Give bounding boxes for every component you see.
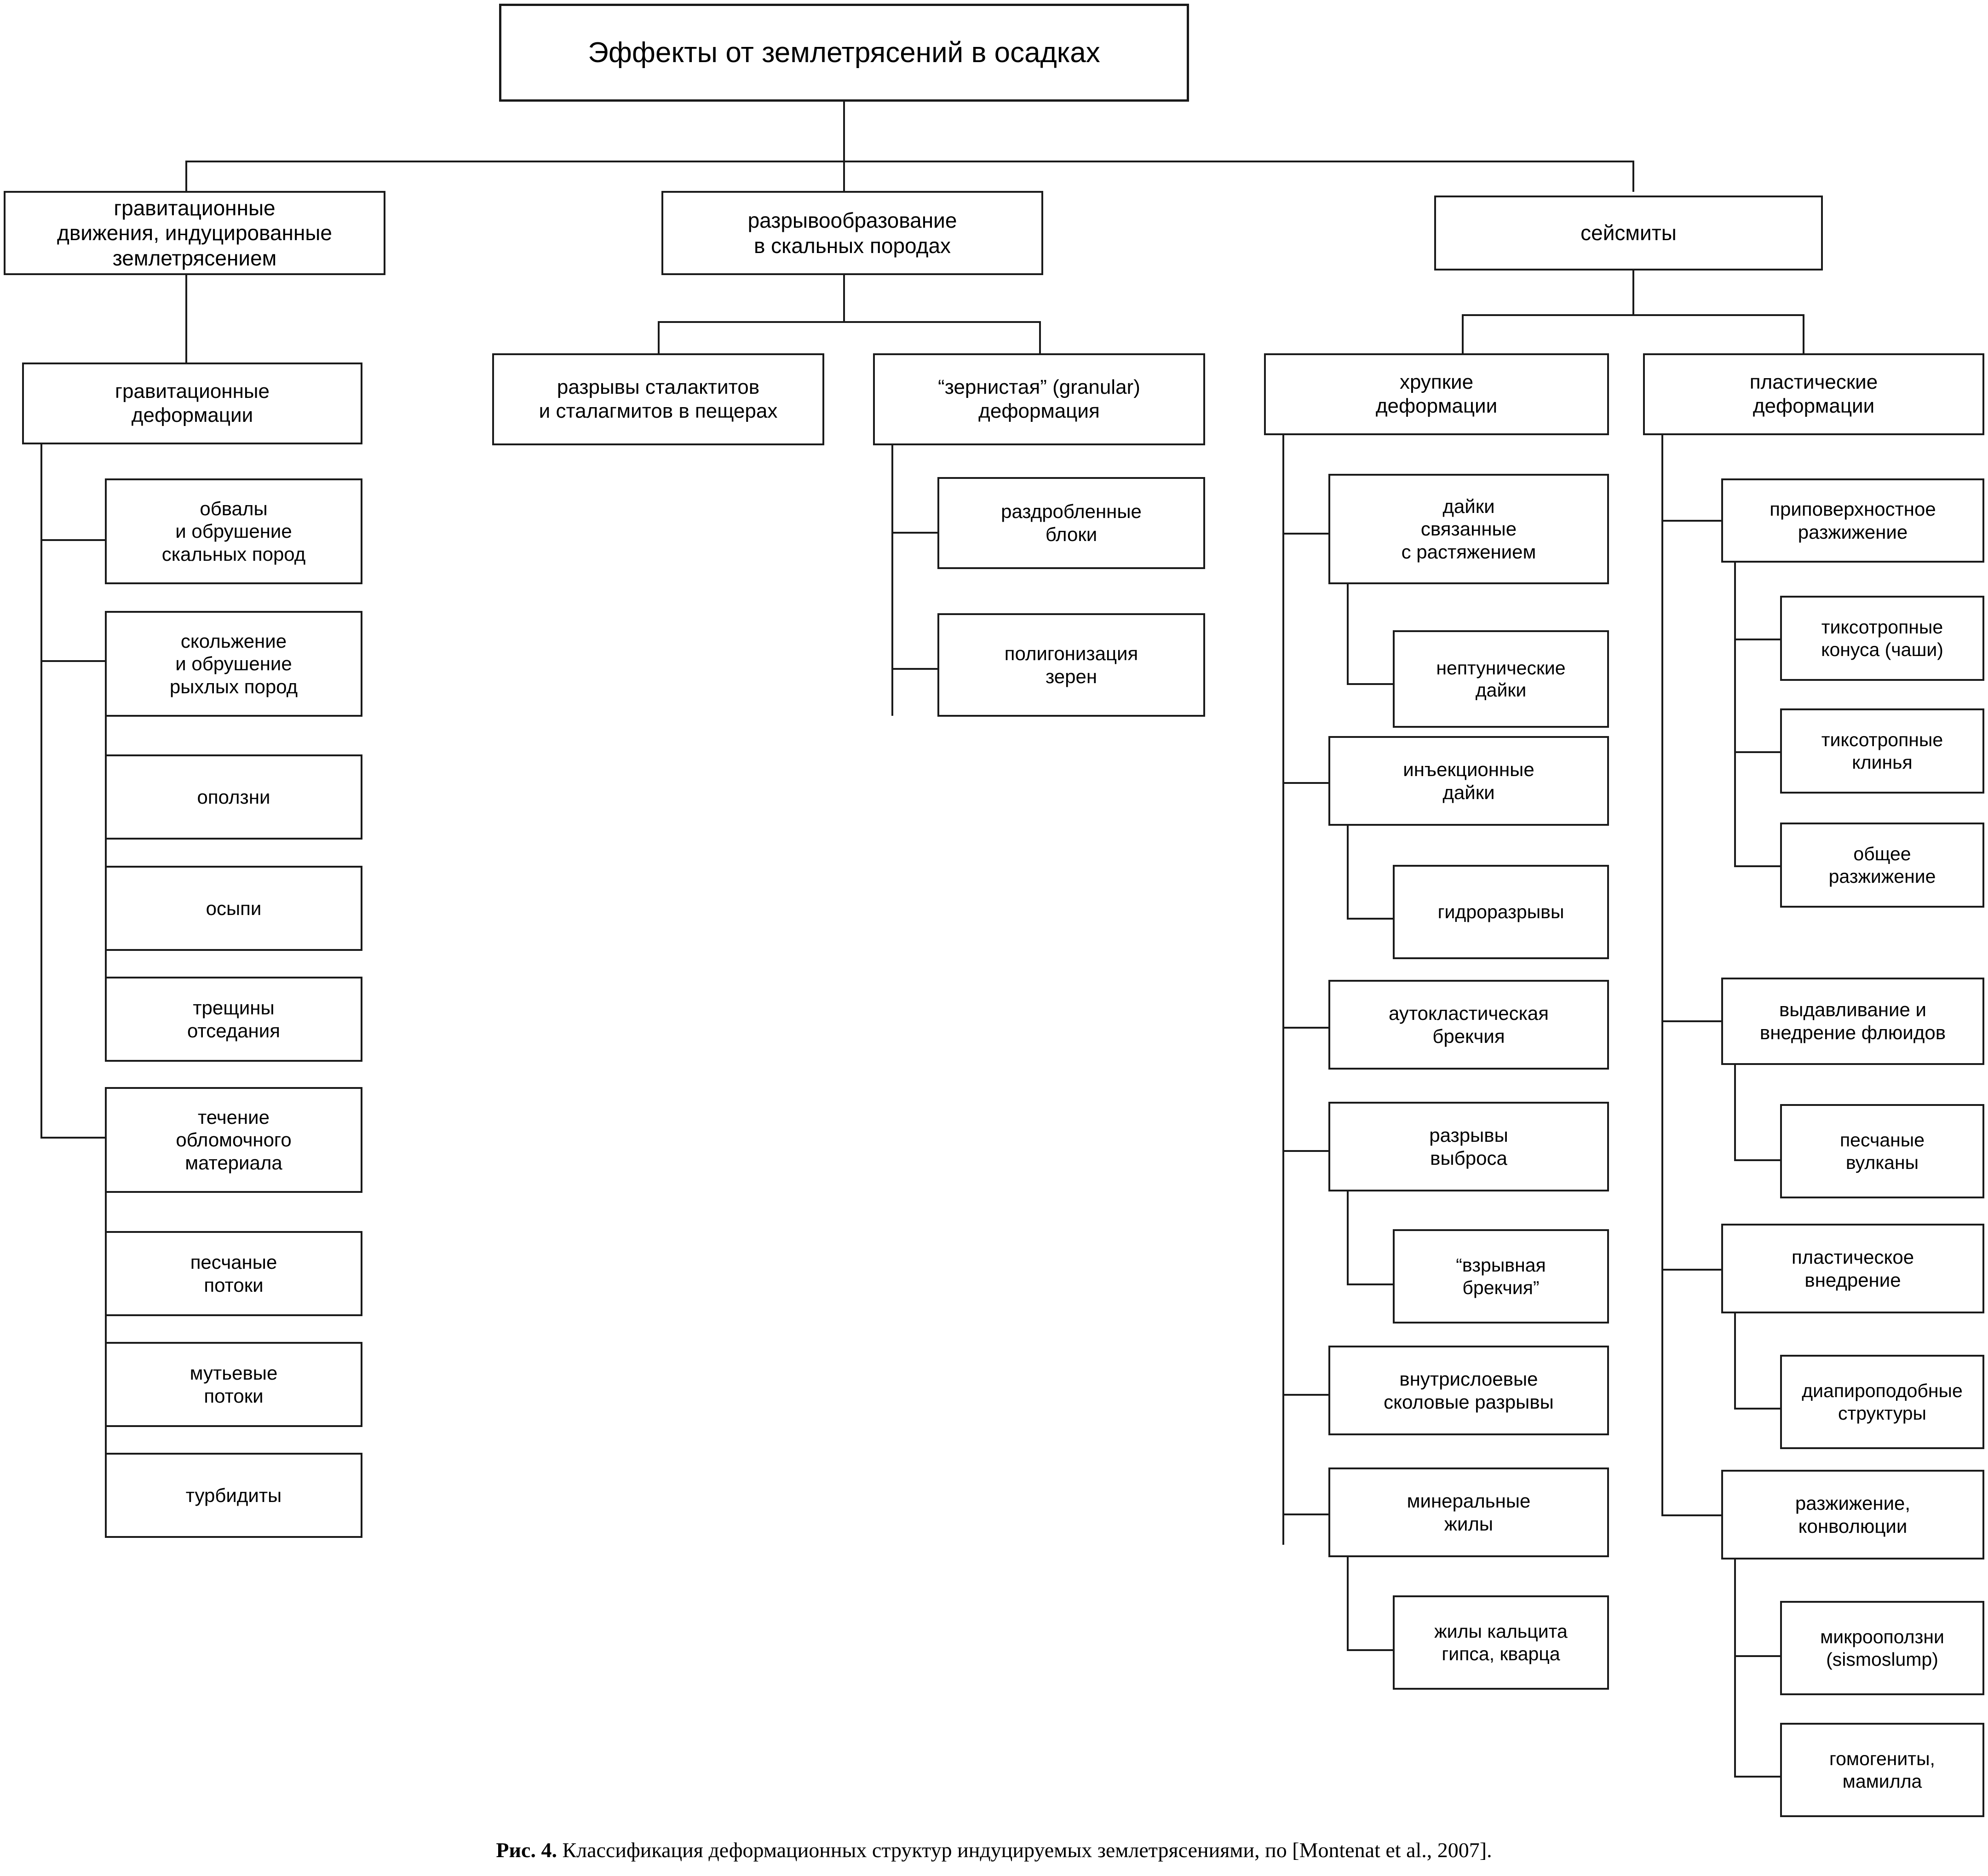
connector-liquefaction-spine xyxy=(1734,563,1736,865)
node-seismites: сейсмиты xyxy=(1434,196,1823,270)
connector-veins-spine xyxy=(1347,1557,1349,1649)
connector-injdykes-to-s1 xyxy=(1347,918,1393,920)
node-thixotropic-wedges: тиксотропные клинья xyxy=(1780,708,1984,794)
node-homogenites-mamilla: гомогениты, мамилла xyxy=(1780,1723,1984,1817)
node-rockfalls: обвалы и обрушение скальных пород xyxy=(105,478,362,584)
connector-convolutions-spine xyxy=(1734,1559,1736,1776)
connector-ejection-spine xyxy=(1347,1191,1349,1283)
node-fragmented-blocks: раздробленные блоки xyxy=(937,477,1205,569)
connector-plasticintrusion-spine xyxy=(1734,1313,1736,1408)
connector-fluidextrusion-to-s1 xyxy=(1734,1159,1780,1161)
node-turbidites: турбидиты xyxy=(105,1453,362,1538)
connector-plastic-to-c2 xyxy=(1661,1020,1721,1022)
connector-b3-to-c2 xyxy=(1803,314,1804,353)
node-brittle-deformations: хрупкие деформации xyxy=(1264,353,1609,435)
connector-ejection-to-s1 xyxy=(1347,1283,1393,1285)
connector-b1c1-to-c3 xyxy=(40,1137,105,1139)
connector-brittle-spine xyxy=(1282,435,1284,1545)
connector-granular-spine xyxy=(891,445,893,716)
connector-brittle-to-c6 xyxy=(1282,1513,1328,1515)
node-mineral-veins: минеральные жилы xyxy=(1328,1467,1609,1557)
node-sand-flows: песчаные потоки xyxy=(105,1231,362,1316)
node-granular-deformation: “зернистая” (granular) деформация xyxy=(873,353,1205,445)
connector-b1-stem xyxy=(185,275,187,363)
node-neptunian-dykes: нептунические дайки xyxy=(1393,630,1609,728)
connector-injdykes-spine xyxy=(1347,826,1349,918)
connector-b2-stem xyxy=(843,275,845,321)
connector-b1c1-to-c2 xyxy=(40,660,105,662)
connector-plastic-to-c4 xyxy=(1661,1514,1721,1516)
connector-extdykes-spine xyxy=(1347,584,1349,683)
caption-figure-number: Рис. 4. xyxy=(496,1838,557,1862)
connector-b2-bus xyxy=(658,321,1041,323)
connector-root-bus xyxy=(185,161,1634,162)
node-grain-polygonization: полигонизация зерен xyxy=(937,613,1205,717)
connector-b1c1-spine xyxy=(40,444,42,1137)
connector-root-to-b3 xyxy=(1632,161,1634,192)
node-microslumps: микрооползни (sismoslump) xyxy=(1780,1601,1984,1695)
node-plastic-deformations: пластические деформации xyxy=(1643,353,1984,435)
connector-brittle-to-c2 xyxy=(1282,782,1328,784)
connector-liquefaction-to-s1 xyxy=(1734,639,1780,640)
connector-root-to-b1 xyxy=(185,161,187,192)
node-stalactite-ruptures: разрывы сталактитов и сталагмитов в пеще… xyxy=(492,353,824,445)
connector-fluidextrusion-spine xyxy=(1734,1065,1736,1159)
connector-granular-to-s2 xyxy=(891,668,937,670)
node-sand-volcanoes: песчаные вулканы xyxy=(1780,1104,1984,1198)
node-screes: осыпи xyxy=(105,866,362,951)
node-gravitational-movements: гравитационные движения, индуцированные … xyxy=(4,191,385,275)
node-explosive-breccia: “взрывная брекчия” xyxy=(1393,1229,1609,1324)
node-fluid-extrusion: выдавливание и внедрение флюидов xyxy=(1721,978,1984,1065)
node-calcite-gypsum-quartz-veins: жилы кальцита гипса, кварца xyxy=(1393,1595,1609,1690)
node-autoclastic-breccia: аутокластическая брекчия xyxy=(1328,980,1609,1070)
connector-liquefaction-to-s2 xyxy=(1734,751,1780,753)
node-hydrofractures: гидроразрывы xyxy=(1393,865,1609,959)
node-turbidity-flows: мутьевые потоки xyxy=(105,1342,362,1427)
connector-brittle-to-c5 xyxy=(1282,1394,1328,1396)
connector-plasticintrusion-to-s1 xyxy=(1734,1408,1780,1410)
connector-b2-to-c2 xyxy=(1039,321,1041,353)
connector-plastic-spine xyxy=(1661,435,1663,1514)
node-general-liquefaction: общее разжижение xyxy=(1780,823,1984,908)
node-settlement-cracks: трещины отседания xyxy=(105,977,362,1062)
node-gravitational-deformations: гравитационные деформации xyxy=(22,363,362,444)
node-thixotropic-cones: тиксотропные конуса (чаши) xyxy=(1780,596,1984,681)
node-plastic-intrusion: пластическое внедрение xyxy=(1721,1224,1984,1313)
node-near-surface-liquefaction: приповерхностное разжижение xyxy=(1721,478,1984,563)
node-intrastratal-shear: внутрислоевые сколовые разрывы xyxy=(1328,1346,1609,1435)
connector-granular-to-s1 xyxy=(891,532,937,534)
connector-root-stem xyxy=(843,102,845,161)
connector-plastic-to-c1 xyxy=(1661,520,1721,522)
connector-plastic-to-c3 xyxy=(1661,1269,1721,1271)
connector-veins-to-s1 xyxy=(1347,1649,1393,1651)
connector-convolutions-to-s2 xyxy=(1734,1776,1780,1778)
connector-root-to-b2 xyxy=(843,161,845,192)
connector-b2-to-c1 xyxy=(658,321,660,353)
connector-brittle-to-c3 xyxy=(1282,1027,1328,1029)
node-injection-dykes: инъекционные дайки xyxy=(1328,736,1609,826)
connector-b3-to-c1 xyxy=(1462,314,1464,353)
node-liquefaction-convolutions: разжижение, конволюции xyxy=(1721,1470,1984,1559)
connector-b1c1-to-c1 xyxy=(40,539,105,541)
connector-convolutions-to-s1 xyxy=(1734,1655,1780,1657)
node-debris-flow: течение обломочного материала xyxy=(105,1087,362,1193)
connector-brittle-to-c1 xyxy=(1282,533,1328,535)
figure-caption: Рис. 4. Классификация деформационных стр… xyxy=(0,1838,1988,1862)
connector-extdykes-to-s1 xyxy=(1347,683,1393,685)
node-extension-dykes: дайки связанные с растяжением xyxy=(1328,474,1609,584)
node-rupture-formation: разрывообразование в скальных породах xyxy=(661,191,1043,275)
connector-b3-stem xyxy=(1632,270,1634,314)
node-ejection-ruptures: разрывы выброса xyxy=(1328,1102,1609,1191)
node-landslides: оползни xyxy=(105,754,362,840)
node-root: Эффекты от землетрясений в осадках xyxy=(499,4,1189,102)
connector-b3-bus xyxy=(1462,314,1804,316)
caption-text: Классификация деформационных структур ин… xyxy=(557,1838,1492,1862)
node-diapir-like-structures: диапироподобные структуры xyxy=(1780,1355,1984,1449)
connector-brittle-to-c4 xyxy=(1282,1150,1328,1152)
node-sliding-loose-rocks: скольжение и обрушение рыхлых пород xyxy=(105,611,362,717)
connector-liquefaction-to-s3 xyxy=(1734,865,1780,867)
